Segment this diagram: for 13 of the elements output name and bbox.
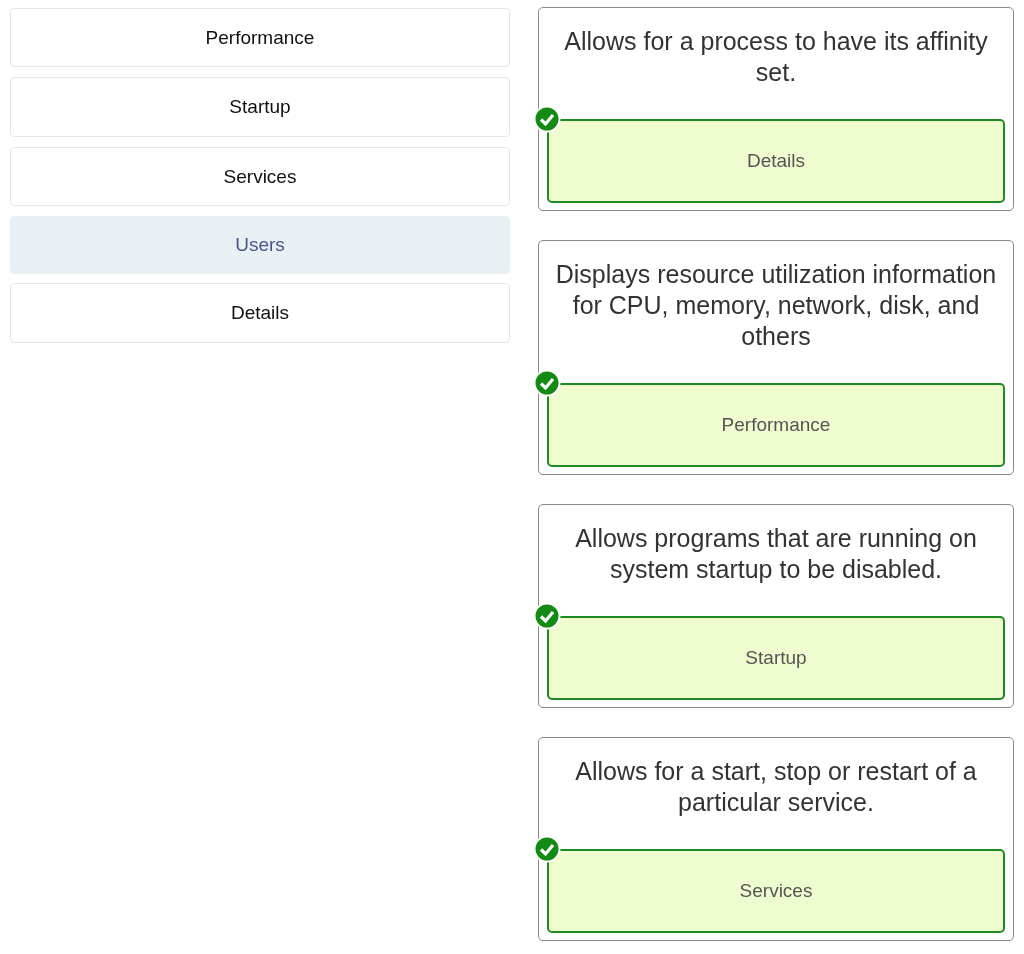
answer-option: Users xyxy=(10,216,510,274)
answer-option: Services xyxy=(10,147,510,206)
drop-zone: Details xyxy=(547,119,1005,203)
question-text: Allows for a start, stop or restart of a particular service. xyxy=(574,756,978,818)
drop-zone: Performance xyxy=(547,383,1005,467)
answer-option: Performance xyxy=(10,8,510,67)
question-text: Allows for a process to have its affinity set. xyxy=(563,26,989,88)
question-text: Displays resource utilization information for CPU, memory, network, disk, and others xyxy=(554,259,998,352)
answer-option: Startup xyxy=(10,77,510,137)
drop-zone: Startup xyxy=(547,616,1005,700)
answer-option: Details xyxy=(10,283,510,343)
drop-zone: Services xyxy=(547,849,1005,933)
question-text: Allows programs that are running on system startup to be disabled. xyxy=(574,523,978,585)
